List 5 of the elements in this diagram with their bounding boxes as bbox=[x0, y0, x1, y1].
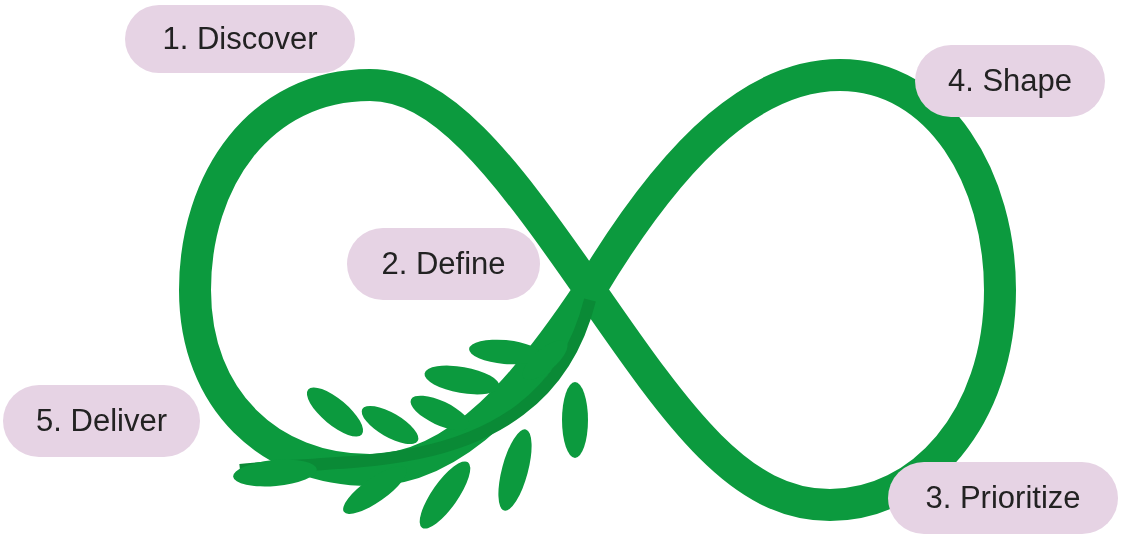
step-label: 4. Shape bbox=[915, 45, 1105, 117]
step-label: 2. Define bbox=[347, 228, 540, 300]
step-label: 3. Prioritize bbox=[888, 462, 1118, 534]
step-label: 1. Discover bbox=[125, 5, 355, 73]
step-label: 5. Deliver bbox=[3, 385, 200, 457]
